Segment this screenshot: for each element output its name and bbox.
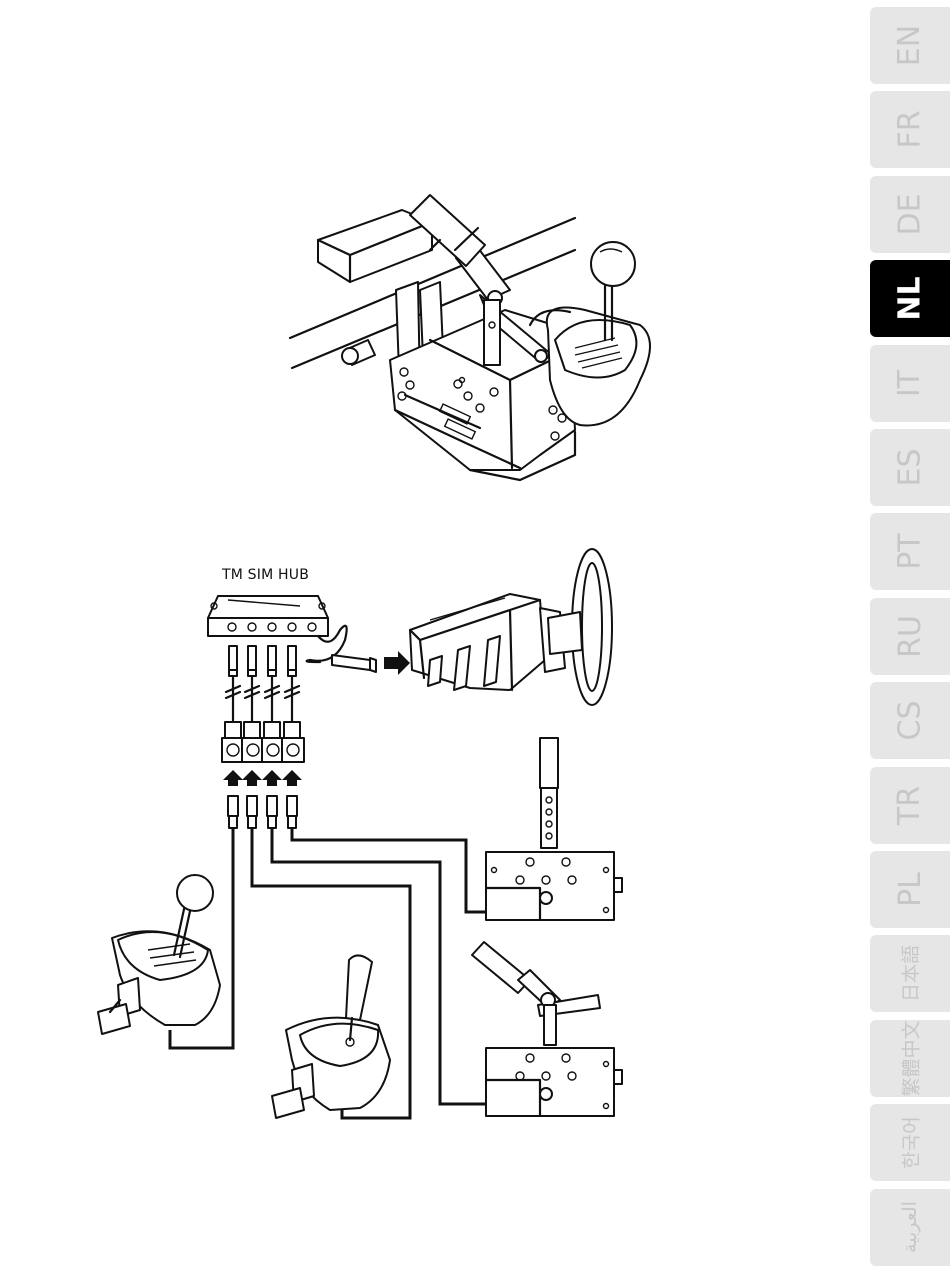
- language-tab-label: DE: [893, 193, 928, 235]
- language-tab-label: PT: [892, 534, 927, 570]
- language-tab-label: 日本語: [896, 945, 923, 1002]
- language-tab-11[interactable]: 日本語: [870, 935, 950, 1012]
- language-tab-label: PL: [893, 872, 928, 907]
- language-tab-9[interactable]: TR: [870, 767, 950, 844]
- language-tab-label: العربية: [899, 1201, 921, 1253]
- language-tab-6[interactable]: PT: [870, 513, 950, 590]
- language-tab-label: FR: [892, 111, 927, 149]
- language-tab-5[interactable]: ES: [870, 429, 950, 506]
- clamp-assembly-illustration: [290, 195, 650, 480]
- language-tab-label: ES: [893, 449, 928, 487]
- language-tab-12[interactable]: 繁體中文: [870, 1020, 950, 1097]
- wheel-base-illustration: [410, 549, 612, 705]
- language-tab-4[interactable]: IT: [870, 345, 950, 422]
- language-tab-label: TR: [892, 786, 927, 825]
- handbrake-vertical-illustration: [486, 738, 622, 920]
- language-tab-label: 한국어: [896, 1116, 923, 1168]
- language-tab-13[interactable]: 한국어: [870, 1104, 950, 1181]
- language-tab-label: 繁體中文: [896, 1020, 923, 1096]
- language-tab-1[interactable]: FR: [870, 91, 950, 168]
- product-illustration: [0, 0, 870, 1267]
- language-tab-label: NL: [892, 277, 927, 321]
- language-tab-7[interactable]: RU: [870, 598, 950, 675]
- handbrake-angled-illustration: [472, 942, 622, 1116]
- sequential-shifter-illustration: [272, 955, 390, 1118]
- language-tab-14[interactable]: العربية: [870, 1189, 950, 1266]
- language-tab-label: EN: [893, 25, 928, 66]
- language-tabs: EN FR DE NL IT ES PT RU CS TR PL 日本語繁體中文 한국어 العربية: [870, 0, 950, 1267]
- language-tab-3[interactable]: NL: [870, 260, 950, 337]
- language-tab-0[interactable]: EN: [870, 7, 950, 84]
- language-tab-label: RU: [893, 615, 928, 658]
- hub-label: TM SIM HUB: [222, 567, 309, 583]
- language-tab-8[interactable]: CS: [870, 682, 950, 759]
- language-tab-10[interactable]: PL: [870, 851, 950, 928]
- language-tab-label: IT: [893, 370, 928, 397]
- h-shifter-illustration: [98, 875, 220, 1034]
- language-tab-2[interactable]: DE: [870, 176, 950, 253]
- language-tab-label: CS: [893, 701, 928, 741]
